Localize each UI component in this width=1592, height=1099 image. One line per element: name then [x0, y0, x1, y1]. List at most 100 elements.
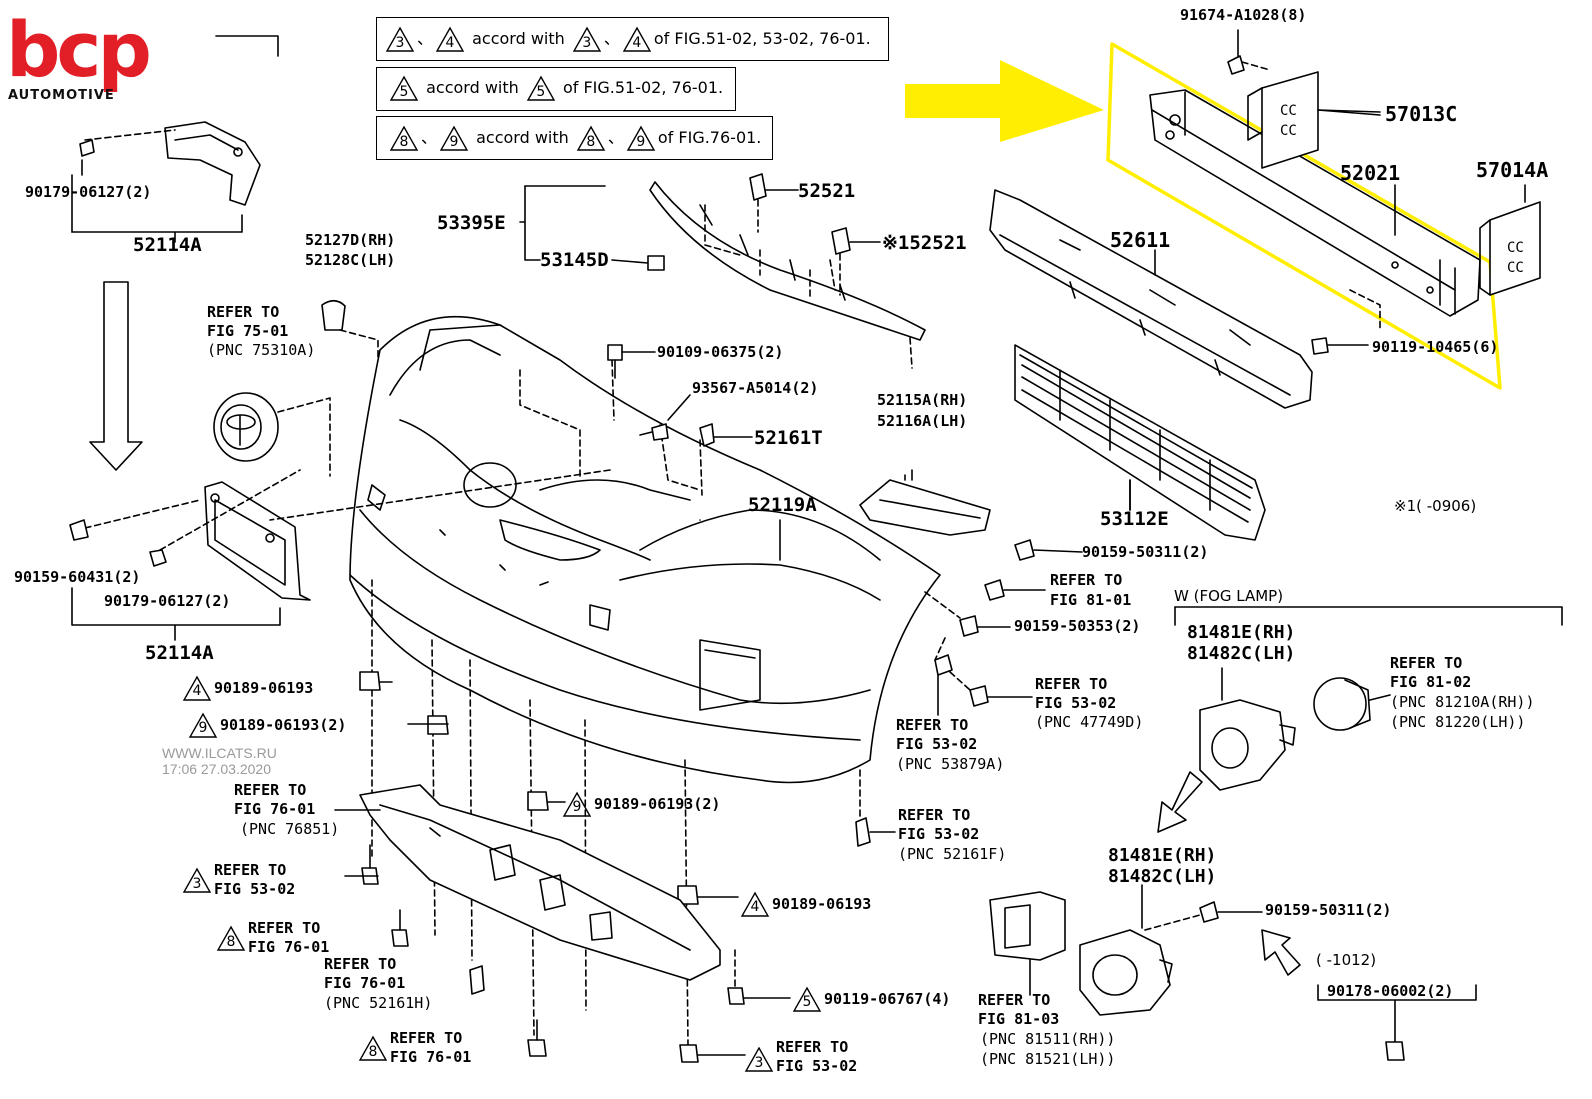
- label-90178[interactable]: 90178-06002(2): [1327, 982, 1454, 1000]
- label-81482c-a[interactable]: 81482C(LH): [1187, 643, 1296, 664]
- label-91674[interactable]: 91674-A1028(8): [1180, 6, 1307, 24]
- label-90179-top[interactable]: 90179-06127(2): [25, 183, 152, 201]
- refer-52161f-line1: REFER TO: [898, 806, 971, 824]
- bracket-57014a: CC CC: [1479, 201, 1541, 296]
- triangle-icon: 9: [626, 125, 656, 152]
- refer-81-01-line2[interactable]: FIG 81-01: [1050, 591, 1132, 609]
- label-52521[interactable]: 52521: [798, 180, 856, 202]
- triangle-icon: 5: [526, 75, 556, 102]
- triangle-icon: 5: [792, 986, 822, 1013]
- arrow-down-left: [1157, 771, 1203, 833]
- refer-52161f-line3: (PNC 52161F): [898, 845, 1007, 863]
- bracket-52114a-bottom: [69, 469, 311, 641]
- refer-81-02-line1: REFER TO: [1390, 654, 1463, 672]
- refer-52161h-line1: REFER TO: [324, 955, 397, 973]
- triangle-icon: 8: [358, 1035, 388, 1062]
- label-52611[interactable]: 52611: [1110, 228, 1171, 252]
- refer-75-01-line2[interactable]: FIG 75-01: [207, 322, 289, 340]
- refer-76851-line2[interactable]: FIG 76-01: [234, 800, 316, 818]
- triangle-icon: 9: [562, 791, 592, 818]
- refer-81-03-line1: REFER TO: [978, 991, 1051, 1009]
- refer-76-01-c-line1: REFER TO: [390, 1029, 463, 1047]
- label-90159-50353[interactable]: 90159-50353(2): [1014, 617, 1141, 635]
- refer-52161h-line2[interactable]: FIG 76-01: [324, 974, 406, 992]
- label-90159-60431[interactable]: 90159-60431(2): [14, 568, 141, 586]
- refer-75-01-line1: REFER TO: [207, 303, 280, 321]
- svg-text:CC: CC: [1507, 260, 1524, 276]
- emblem: [213, 392, 331, 477]
- fog-bulb-cover: [1313, 677, 1391, 731]
- label-81481e-b[interactable]: 81481E(RH): [1108, 845, 1217, 866]
- note-1-text: accord with: [472, 29, 565, 48]
- bracket-52114a-top: [71, 121, 261, 243]
- refer-47749-line2[interactable]: FIG 53-02: [1035, 694, 1117, 712]
- label-52114a-bottom[interactable]: 52114A: [145, 642, 214, 664]
- refer-75-01-line3: (PNC 75310A): [207, 341, 316, 359]
- triangle-icon: 3: [385, 26, 415, 53]
- refer-52161h-line3: (PNC 52161H): [324, 994, 433, 1012]
- label-81482c-b[interactable]: 81482C(LH): [1108, 866, 1217, 887]
- watermark: WWW.ILCATS.RU 17:06 27.03.2020: [162, 745, 277, 777]
- fog-lamp-header: W (FOG LAMP): [1174, 587, 1284, 605]
- label-57013c[interactable]: 57013C: [1385, 102, 1458, 126]
- fog-lamp-housing-top: [1199, 667, 1296, 791]
- corner-bracket: [215, 35, 279, 57]
- label-152521[interactable]: ※152521: [882, 232, 967, 254]
- label-52114a-top[interactable]: 52114A: [133, 234, 202, 256]
- fog-lamp-bezel: [989, 891, 1066, 996]
- triangle-icon: 4: [435, 26, 465, 53]
- logo-wordmark: bcp: [6, 5, 152, 94]
- refer-53879-line2[interactable]: FIG 53-02: [896, 735, 978, 753]
- absorber-52611: [989, 189, 1313, 409]
- label-53112e[interactable]: 53112E: [1100, 508, 1169, 530]
- triangle-icon: 3: [744, 1046, 774, 1073]
- label-93567[interactable]: 93567-A5014(2): [692, 379, 819, 397]
- label-81481e-a[interactable]: 81481E(RH): [1187, 622, 1296, 643]
- cap-52127d: [321, 299, 346, 331]
- highlight-box: [1106, 42, 1502, 390]
- label-52119a[interactable]: 52119A: [748, 494, 817, 516]
- refer-53879-line1: REFER TO: [896, 716, 969, 734]
- watermark-timestamp: 17:06 27.03.2020: [162, 761, 271, 778]
- triangle-icon: 4: [182, 675, 212, 702]
- refer-76851-line1: REFER TO: [234, 781, 307, 799]
- label-90159-50311-a[interactable]: 90159-50311(2): [1082, 543, 1209, 561]
- triangle-icon: 4: [622, 26, 652, 53]
- trim-53395e: [649, 181, 926, 369]
- triangle-icon: 8: [389, 125, 419, 152]
- refer-52161f-line2[interactable]: FIG 53-02: [898, 825, 980, 843]
- label-90159-50311-b[interactable]: 90159-50311(2): [1265, 901, 1392, 919]
- label-53145d[interactable]: 53145D: [540, 249, 609, 271]
- note-2-text: accord with: [426, 78, 519, 97]
- refer-81-01-line1: REFER TO: [1050, 571, 1123, 589]
- label-52127d[interactable]: 52127D(RH): [305, 231, 396, 249]
- label-57014a[interactable]: 57014A: [1476, 158, 1549, 182]
- label-52128c[interactable]: 52128C(LH): [305, 251, 396, 269]
- label-90109[interactable]: 90109-06375(2): [657, 343, 784, 361]
- refer-81-03-line2[interactable]: FIG 81-03: [978, 1010, 1060, 1028]
- bumper-cover-52119a: [349, 315, 941, 784]
- refer-81-02-line2[interactable]: FIG 81-02: [1390, 673, 1472, 691]
- refer-53879-line3: (PNC 53879A): [896, 755, 1005, 773]
- label-52021[interactable]: 52021: [1340, 161, 1401, 185]
- label-53395e[interactable]: 53395E: [437, 212, 506, 234]
- triangle-icon: 9: [439, 125, 469, 152]
- fog-lamp-frame: [1174, 606, 1563, 626]
- label-52116a[interactable]: 52116A(LH): [877, 412, 968, 430]
- label-52115a[interactable]: 52115A(RH): [877, 391, 968, 409]
- bolt-90119-10465: [1311, 289, 1381, 355]
- label-52161t[interactable]: 52161T: [754, 427, 823, 449]
- label-90119-10465[interactable]: 90119-10465(6): [1372, 338, 1499, 356]
- bracket-52115a: [859, 474, 991, 536]
- note-1-ref: of FIG.51-02, 53-02, 76-01.: [653, 29, 871, 48]
- highlight-arrow: [905, 60, 1104, 142]
- logo-subtitle: AUTOMOTIVE: [8, 88, 115, 103]
- label-90179-bottom[interactable]: 90179-06127(2): [104, 592, 231, 610]
